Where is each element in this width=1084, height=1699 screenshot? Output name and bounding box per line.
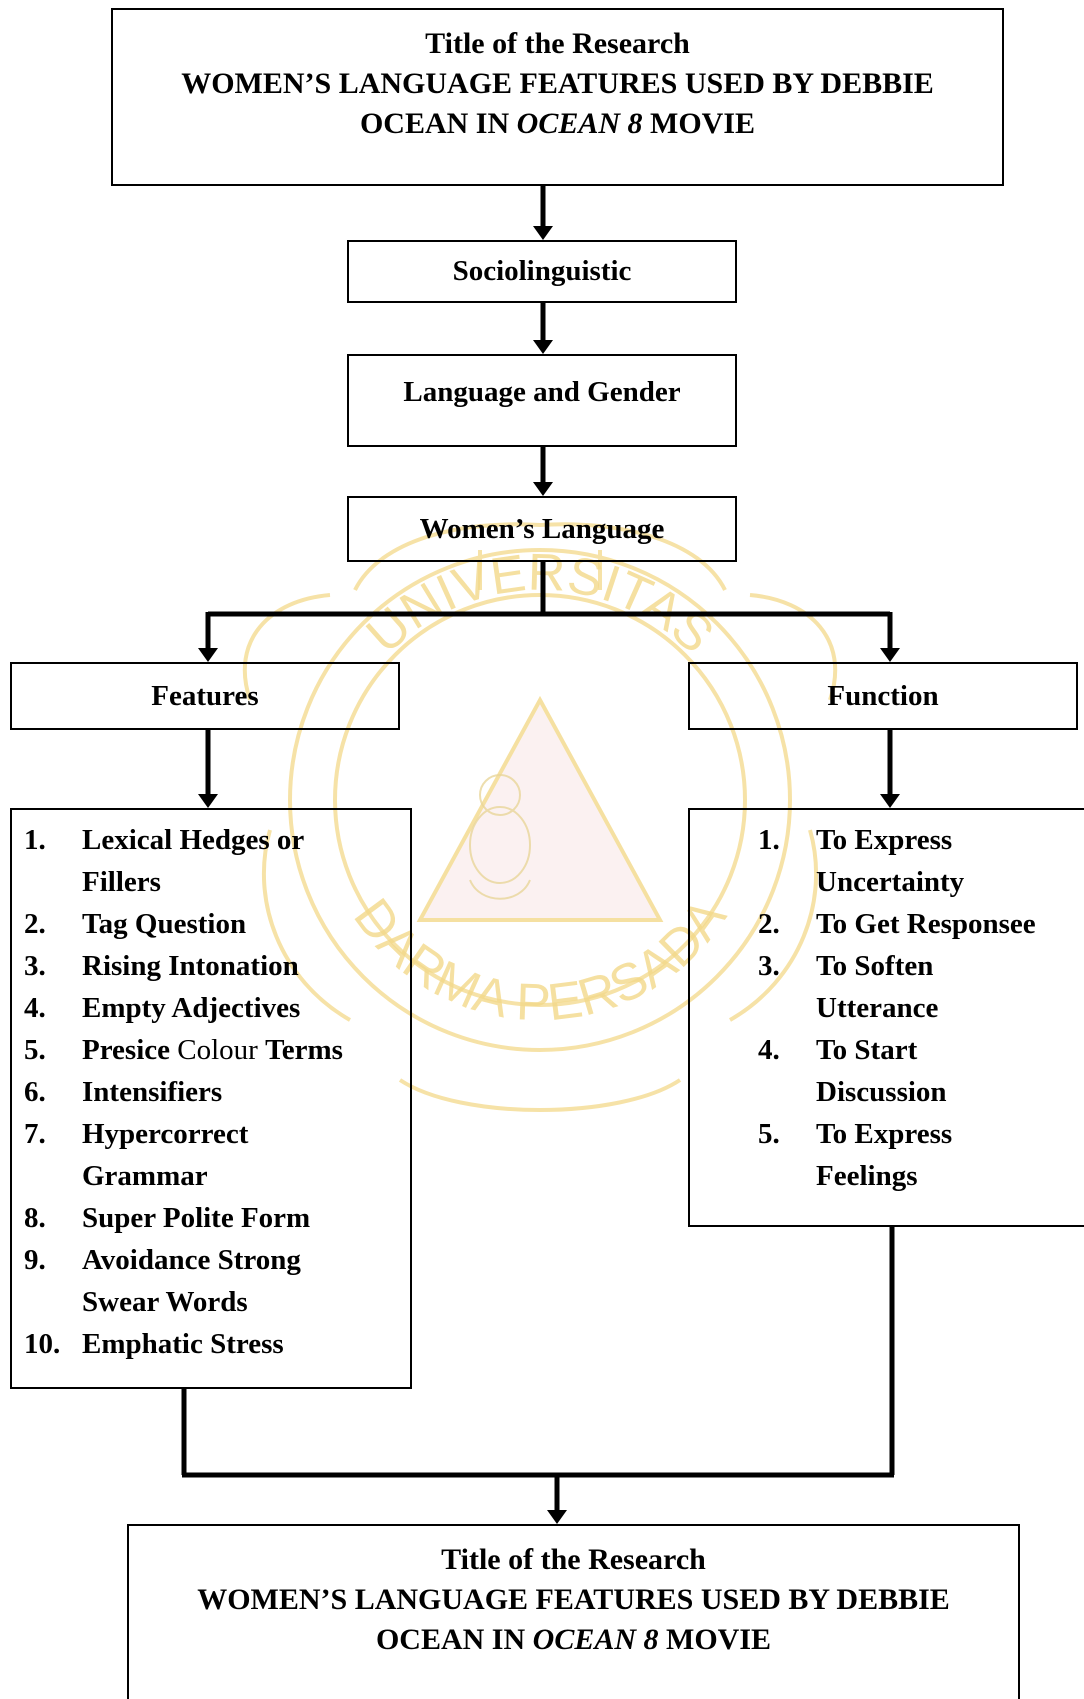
- top-title-box: Title of the Research WOMEN’S LANGUAGE F…: [111, 8, 1004, 186]
- list-item-text: Grammar: [82, 1160, 208, 1192]
- list-item: 2. Tag Question: [24, 903, 410, 945]
- womens-language-label: Women’s Language: [419, 512, 665, 545]
- list-item-text-part: Terms: [265, 1034, 343, 1066]
- sociolinguistic-box: Sociolinguistic: [347, 240, 737, 303]
- bottom-title-line2: OCEAN IN OCEAN 8 MOVIE: [375, 1623, 772, 1656]
- features-box: Features: [10, 662, 400, 730]
- list-item-text: Discussion: [816, 1076, 947, 1108]
- sociolinguistic-label: Sociolinguistic: [452, 255, 632, 287]
- list-item: 5. Presice Colour Terms: [24, 1029, 410, 1071]
- function-box: Function: [688, 662, 1078, 730]
- language-gender-label: Language and Gender: [403, 376, 681, 408]
- list-item-text: To Get Responsee: [816, 908, 1036, 940]
- list-item-text: Lexical Hedges or: [82, 824, 305, 856]
- list-item-text: Avoidance Strong: [82, 1244, 301, 1276]
- list-item-number: 5.: [24, 1034, 46, 1066]
- list-item-text-part: Presice: [82, 1034, 171, 1066]
- list-item-number: 4.: [758, 1034, 780, 1066]
- function-label: Function: [827, 679, 939, 712]
- top-title-line1: WOMEN’S LANGUAGE FEATURES USED BY DEBBIE: [181, 67, 934, 100]
- list-item-number: 8.: [24, 1202, 46, 1234]
- list-item-number: 5.: [758, 1118, 780, 1150]
- list-item-number: 9.: [24, 1244, 46, 1276]
- list-item-number: 3.: [758, 950, 780, 982]
- womens-language-box: Women’s Language: [347, 496, 737, 562]
- list-item-text: To Soften: [816, 950, 934, 982]
- list-item-text: Fillers: [82, 866, 161, 898]
- list-item-text: Feelings: [816, 1160, 918, 1192]
- list-item-text: To Express: [816, 824, 953, 856]
- bottom-title-italic: OCEAN 8: [532, 1623, 659, 1656]
- list-item-text: Intensifiers: [82, 1076, 223, 1108]
- features-list: 1. Lexical Hedges or Fillers 2. Tag Question…: [24, 819, 410, 1365]
- list-item-text: Hypercorrect: [82, 1118, 249, 1150]
- list-item: 6. Intensifiers: [24, 1071, 410, 1113]
- top-title-heading: Title of the Research: [425, 27, 690, 60]
- list-item-text: Emphatic Stress: [82, 1328, 284, 1360]
- bottom-title-box: Title of the Research WOMEN’S LANGUAGE F…: [127, 1524, 1020, 1699]
- list-item-number: 2.: [24, 908, 46, 940]
- list-item: 4. Empty Adjectives: [24, 987, 410, 1029]
- list-item-text-part: Colour: [170, 1034, 266, 1066]
- bottom-title-heading: Title of the Research: [441, 1543, 706, 1576]
- features-list-box: 1. Lexical Hedges or Fillers 2. Tag Question…: [10, 808, 412, 1389]
- list-item-number: 10.: [24, 1328, 61, 1360]
- list-item-number: 7.: [24, 1118, 46, 1150]
- list-item-text: Rising Intonation: [82, 950, 299, 982]
- list-item-text: Tag Question: [82, 908, 247, 940]
- list-item-number: 6.: [24, 1076, 46, 1108]
- list-item-number: 4.: [24, 992, 46, 1024]
- list-item-text: Utterance: [816, 992, 939, 1024]
- list-item-text: To Start: [816, 1034, 918, 1066]
- bottom-title-line1: WOMEN’S LANGUAGE FEATURES USED BY DEBBIE: [197, 1583, 950, 1616]
- list-item: 3. Rising Intonation: [24, 945, 410, 987]
- list-item: 1. Lexical Hedges or Fillers: [24, 819, 410, 903]
- list-item: 10. Emphatic Stress: [24, 1323, 410, 1365]
- list-item-number: 3.: [24, 950, 46, 982]
- list-item-text: Uncertainty: [816, 866, 965, 898]
- top-title-italic: OCEAN 8: [516, 107, 643, 140]
- list-item-text: Super Polite Form: [82, 1202, 311, 1234]
- features-label: Features: [151, 679, 259, 712]
- language-gender-box: Language and Gender: [347, 354, 737, 447]
- list-item-number: 1.: [24, 824, 46, 856]
- list-item-text: Empty Adjectives: [82, 992, 301, 1024]
- list-item: 8. Super Polite Form: [24, 1197, 410, 1239]
- list-item-number: 1.: [758, 824, 780, 856]
- top-title-line2: OCEAN IN OCEAN 8 MOVIE: [359, 107, 756, 140]
- list-item-number: 2.: [758, 908, 780, 940]
- list-item-text: Swear Words: [82, 1286, 248, 1318]
- list-item: 2. To Get Responsee: [758, 903, 1084, 945]
- list-item-text: To Express: [816, 1118, 953, 1150]
